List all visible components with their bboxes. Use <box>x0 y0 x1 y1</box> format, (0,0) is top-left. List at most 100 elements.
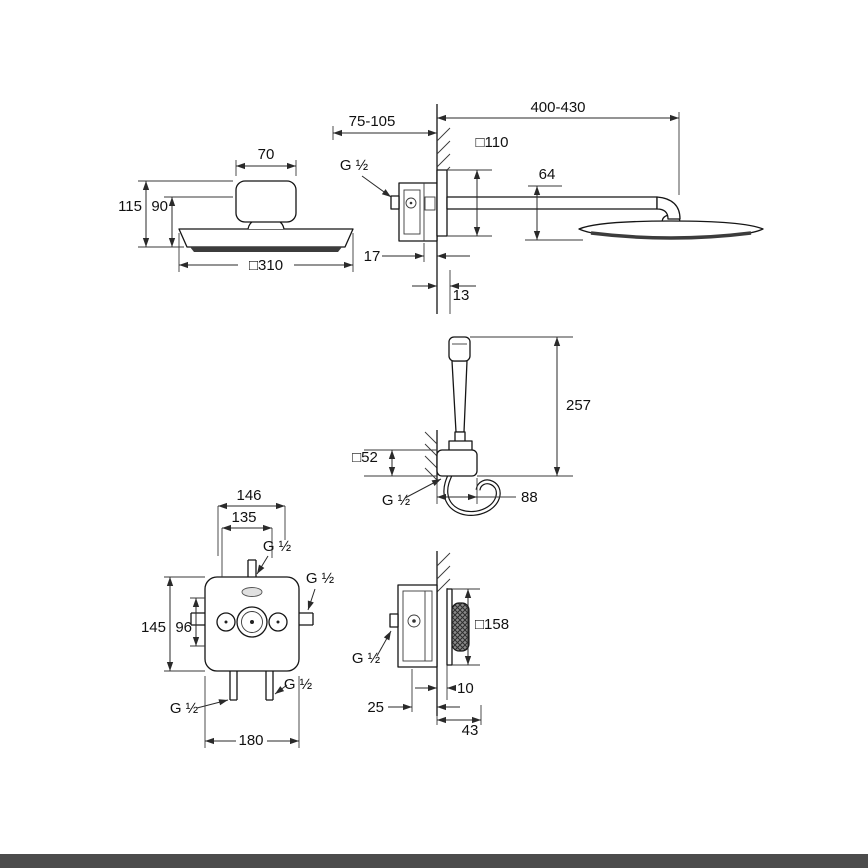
leader-line <box>196 699 229 709</box>
inlet-stub <box>389 613 399 628</box>
rough-in-inner <box>402 590 433 662</box>
trim-plate-section <box>446 588 453 666</box>
dim-outlet-plate: □52 <box>352 449 437 477</box>
right-button-dot <box>276 620 280 624</box>
spray-face-band <box>190 247 342 252</box>
dim-label: 115 <box>118 198 142 215</box>
view-hand-shower: 257 □52 G ½ 88 <box>352 336 591 516</box>
dim-label: 257 <box>566 397 591 414</box>
shower-head-outline <box>178 228 354 248</box>
dim-label: 25 <box>367 699 384 716</box>
dim-button-span: 96 <box>175 597 205 647</box>
callout-bottom-left-thread: G ½ <box>170 699 229 717</box>
dim-label: 135 <box>231 509 256 526</box>
hand-shower-head <box>448 336 471 362</box>
shower-hose-inner <box>444 441 500 515</box>
dim-wall-plate: □110 <box>447 134 509 237</box>
dim-tile-thickness: 10 <box>415 680 474 697</box>
brand-logo-badge <box>241 587 263 597</box>
dim-label: 146 <box>236 487 261 504</box>
thread-label: G ½ <box>306 570 335 587</box>
dim-label: 17 <box>364 248 381 265</box>
dim-install-depth: 75-105 <box>332 113 437 140</box>
dim-bracket-width: 70 <box>235 146 297 176</box>
center-button-outer <box>236 606 268 638</box>
leader-line <box>404 478 442 499</box>
dim-label: 64 <box>539 166 556 183</box>
leader-line <box>361 175 392 198</box>
top-port-stub <box>247 559 257 577</box>
right-port-stub <box>299 612 314 626</box>
dim-port-span-outer: 146 <box>217 487 286 556</box>
callout-right-thread: G ½ <box>306 570 335 611</box>
rough-in-body <box>398 182 438 242</box>
callout-top-thread: G ½ <box>256 538 292 575</box>
shower-arm <box>446 196 658 210</box>
valve-screw-center <box>412 619 416 623</box>
mount-detail <box>424 196 436 211</box>
extension-lines <box>204 676 300 748</box>
dim-escutcheon-depth: 17 <box>364 243 470 265</box>
dim-label: □110 <box>476 134 509 151</box>
spray-face-band <box>590 231 752 240</box>
dim-label: 13 <box>453 287 470 304</box>
dim-head-width: □310 <box>178 233 354 274</box>
left-button-dot <box>224 620 228 624</box>
rough-in-inner <box>403 189 421 235</box>
dim-label: □52 <box>352 449 378 466</box>
dim-plate-height: 145 <box>141 576 205 672</box>
dim-total-height: 115 90 <box>118 180 233 248</box>
wall-hatch <box>436 552 451 593</box>
extension-lines <box>436 478 478 504</box>
callout-outlet-thread: G ½ <box>382 478 442 509</box>
leader-line <box>376 630 392 657</box>
dim-label: 96 <box>175 619 192 636</box>
thread-label: G ½ <box>263 538 292 555</box>
dim-label: 400-430 <box>530 99 585 116</box>
dim-label: □310 <box>249 257 283 274</box>
callout-inlet-thread: G ½ <box>352 630 392 667</box>
dim-plate-size: □158 <box>452 588 509 666</box>
thread-label: G ½ <box>170 700 199 717</box>
dim-bottom-span: 180 <box>204 676 300 749</box>
footer-bar <box>0 854 868 868</box>
thread-label: G ½ <box>352 650 381 667</box>
dim-label: 88 <box>521 489 538 506</box>
leader-line <box>256 555 269 575</box>
dim-tile-offset: 13 <box>412 282 476 304</box>
right-button <box>268 612 288 632</box>
dim-label: 145 <box>141 619 166 636</box>
wall-outlet-body <box>436 449 478 477</box>
ceiling-bracket-outline <box>235 180 297 223</box>
left-port-stub <box>190 612 205 626</box>
view-wall-section: 75-105 G ½ 17 13 <box>332 104 476 314</box>
extension-lines <box>221 528 273 577</box>
dim-label: 70 <box>258 146 275 163</box>
view-valve-section: G ½ □158 10 25 43 <box>352 551 509 739</box>
dim-depth-behind-wall: 25 <box>367 669 460 716</box>
wall-hatch <box>424 431 438 481</box>
view-head-front: 70 115 90 □310 <box>118 146 354 274</box>
view-trim-front: 146 135 G ½ G ½ 145 96 G ½ <box>141 487 335 749</box>
thread-label: G ½ <box>340 157 369 174</box>
bottom-right-port-stub <box>265 671 274 701</box>
extension-lines <box>525 185 583 241</box>
extension-lines <box>447 169 492 237</box>
valve-screw <box>407 614 421 628</box>
screw-head <box>405 197 417 209</box>
arm-elbow <box>656 196 681 220</box>
dim-projection: 88 <box>436 478 538 506</box>
dim-label: 43 <box>462 722 479 739</box>
thread-label: G ½ <box>382 492 411 509</box>
callout-bottom-right-thread: G ½ <box>274 676 313 695</box>
dim-overall-height: 257 <box>470 336 591 477</box>
wall-hatch <box>436 127 451 181</box>
inlet-stub <box>390 195 400 210</box>
leader-line <box>307 588 316 611</box>
dim-arm-length: 400-430 <box>437 99 680 195</box>
callout-inlet-thread: G ½ <box>340 157 392 198</box>
center-button-inner <box>241 611 263 633</box>
leader-line <box>274 684 288 695</box>
